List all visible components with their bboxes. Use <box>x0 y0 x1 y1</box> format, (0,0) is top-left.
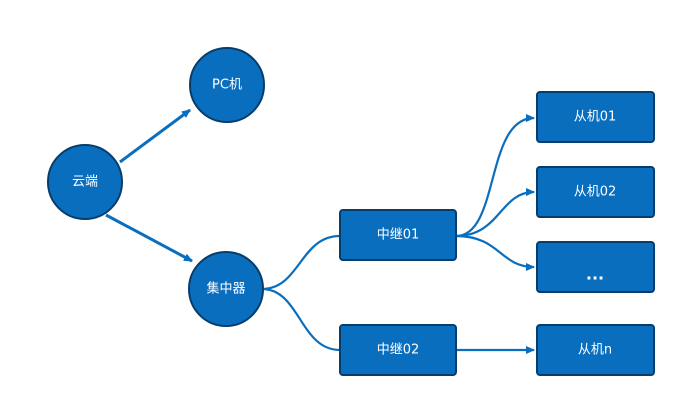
node-slave02-label: 从机02 <box>574 185 617 200</box>
node-slave-n: 从机n <box>536 324 655 376</box>
edge-hub-to-relay01 <box>261 234 341 291</box>
node-pc: PC机 <box>189 47 265 123</box>
node-slave-more-label: ... <box>586 265 604 284</box>
edge-relay01-to-slave02 <box>455 188 535 238</box>
edge-relay01-to-slave01 <box>455 114 535 238</box>
edge-cloud-to-hub <box>105 213 193 263</box>
node-hub-label: 集中器 <box>206 281 245 297</box>
edge-cloud-to-pc <box>119 108 191 164</box>
node-slave01: 从机01 <box>536 91 655 143</box>
node-slave02: 从机02 <box>536 166 655 218</box>
edge-relay01-to-more <box>455 234 535 271</box>
node-relay02: 中继02 <box>339 324 457 376</box>
node-slave-more: ... <box>536 241 655 293</box>
node-slave01-label: 从机01 <box>574 110 617 125</box>
node-cloud-label: 云端 <box>72 175 98 190</box>
node-slave-n-label: 从机n <box>578 343 612 358</box>
edges <box>105 108 535 354</box>
node-relay02-label: 中继02 <box>377 343 420 358</box>
node-cloud: 云端 <box>47 144 123 220</box>
node-hub: 集中器 <box>188 251 264 327</box>
node-relay01-label: 中继01 <box>377 228 420 243</box>
edge-hub-to-relay02 <box>261 287 341 352</box>
node-relay01: 中继01 <box>339 209 457 261</box>
node-pc-label: PC机 <box>212 78 242 93</box>
